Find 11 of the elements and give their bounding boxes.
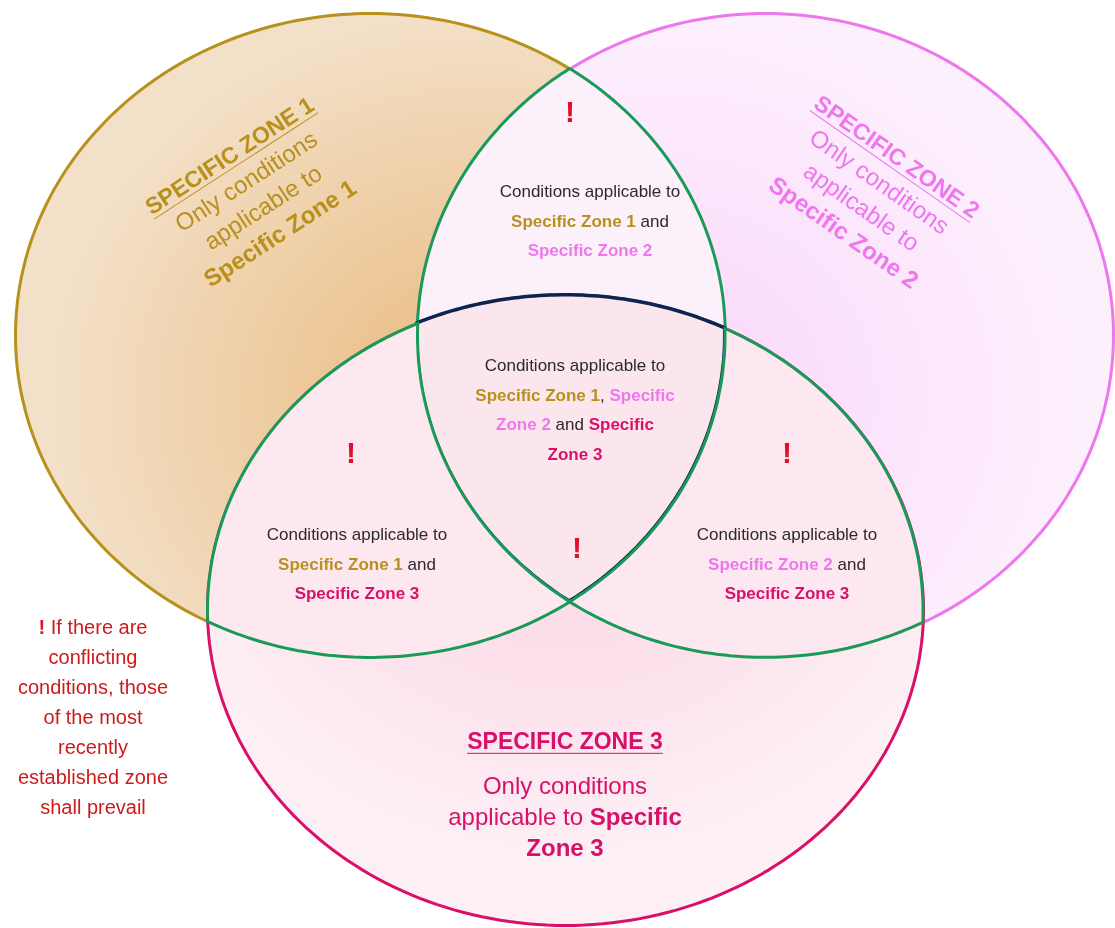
warning-mark: ! [782, 438, 792, 468]
condition-text: Conditions applicable to Specific Zone 1 and Specific Zone 3 [265, 524, 449, 606]
zone-heading: SPECIFIC ZONE 3 [467, 726, 663, 756]
footnote: ! If there are conflicting conditions, those of the most recently established zone shall prevail [16, 615, 170, 820]
condition-text: Conditions applicable to Specific Zone 1 and Specific Zone 2 [498, 181, 682, 263]
warning-mark: ! [565, 97, 575, 127]
warning-mark: ! [572, 533, 582, 563]
condition-text: Conditions applicable to Specific Zone 1, Specific Zone 2 and Specific Zone 3 [475, 354, 675, 466]
zone-description: Only conditions applicable to Specific Zone 3 [447, 770, 683, 863]
warning-mark: ! [346, 438, 356, 468]
condition-text: Conditions applicable to Specific Zone 2 and Specific Zone 3 [695, 524, 879, 606]
